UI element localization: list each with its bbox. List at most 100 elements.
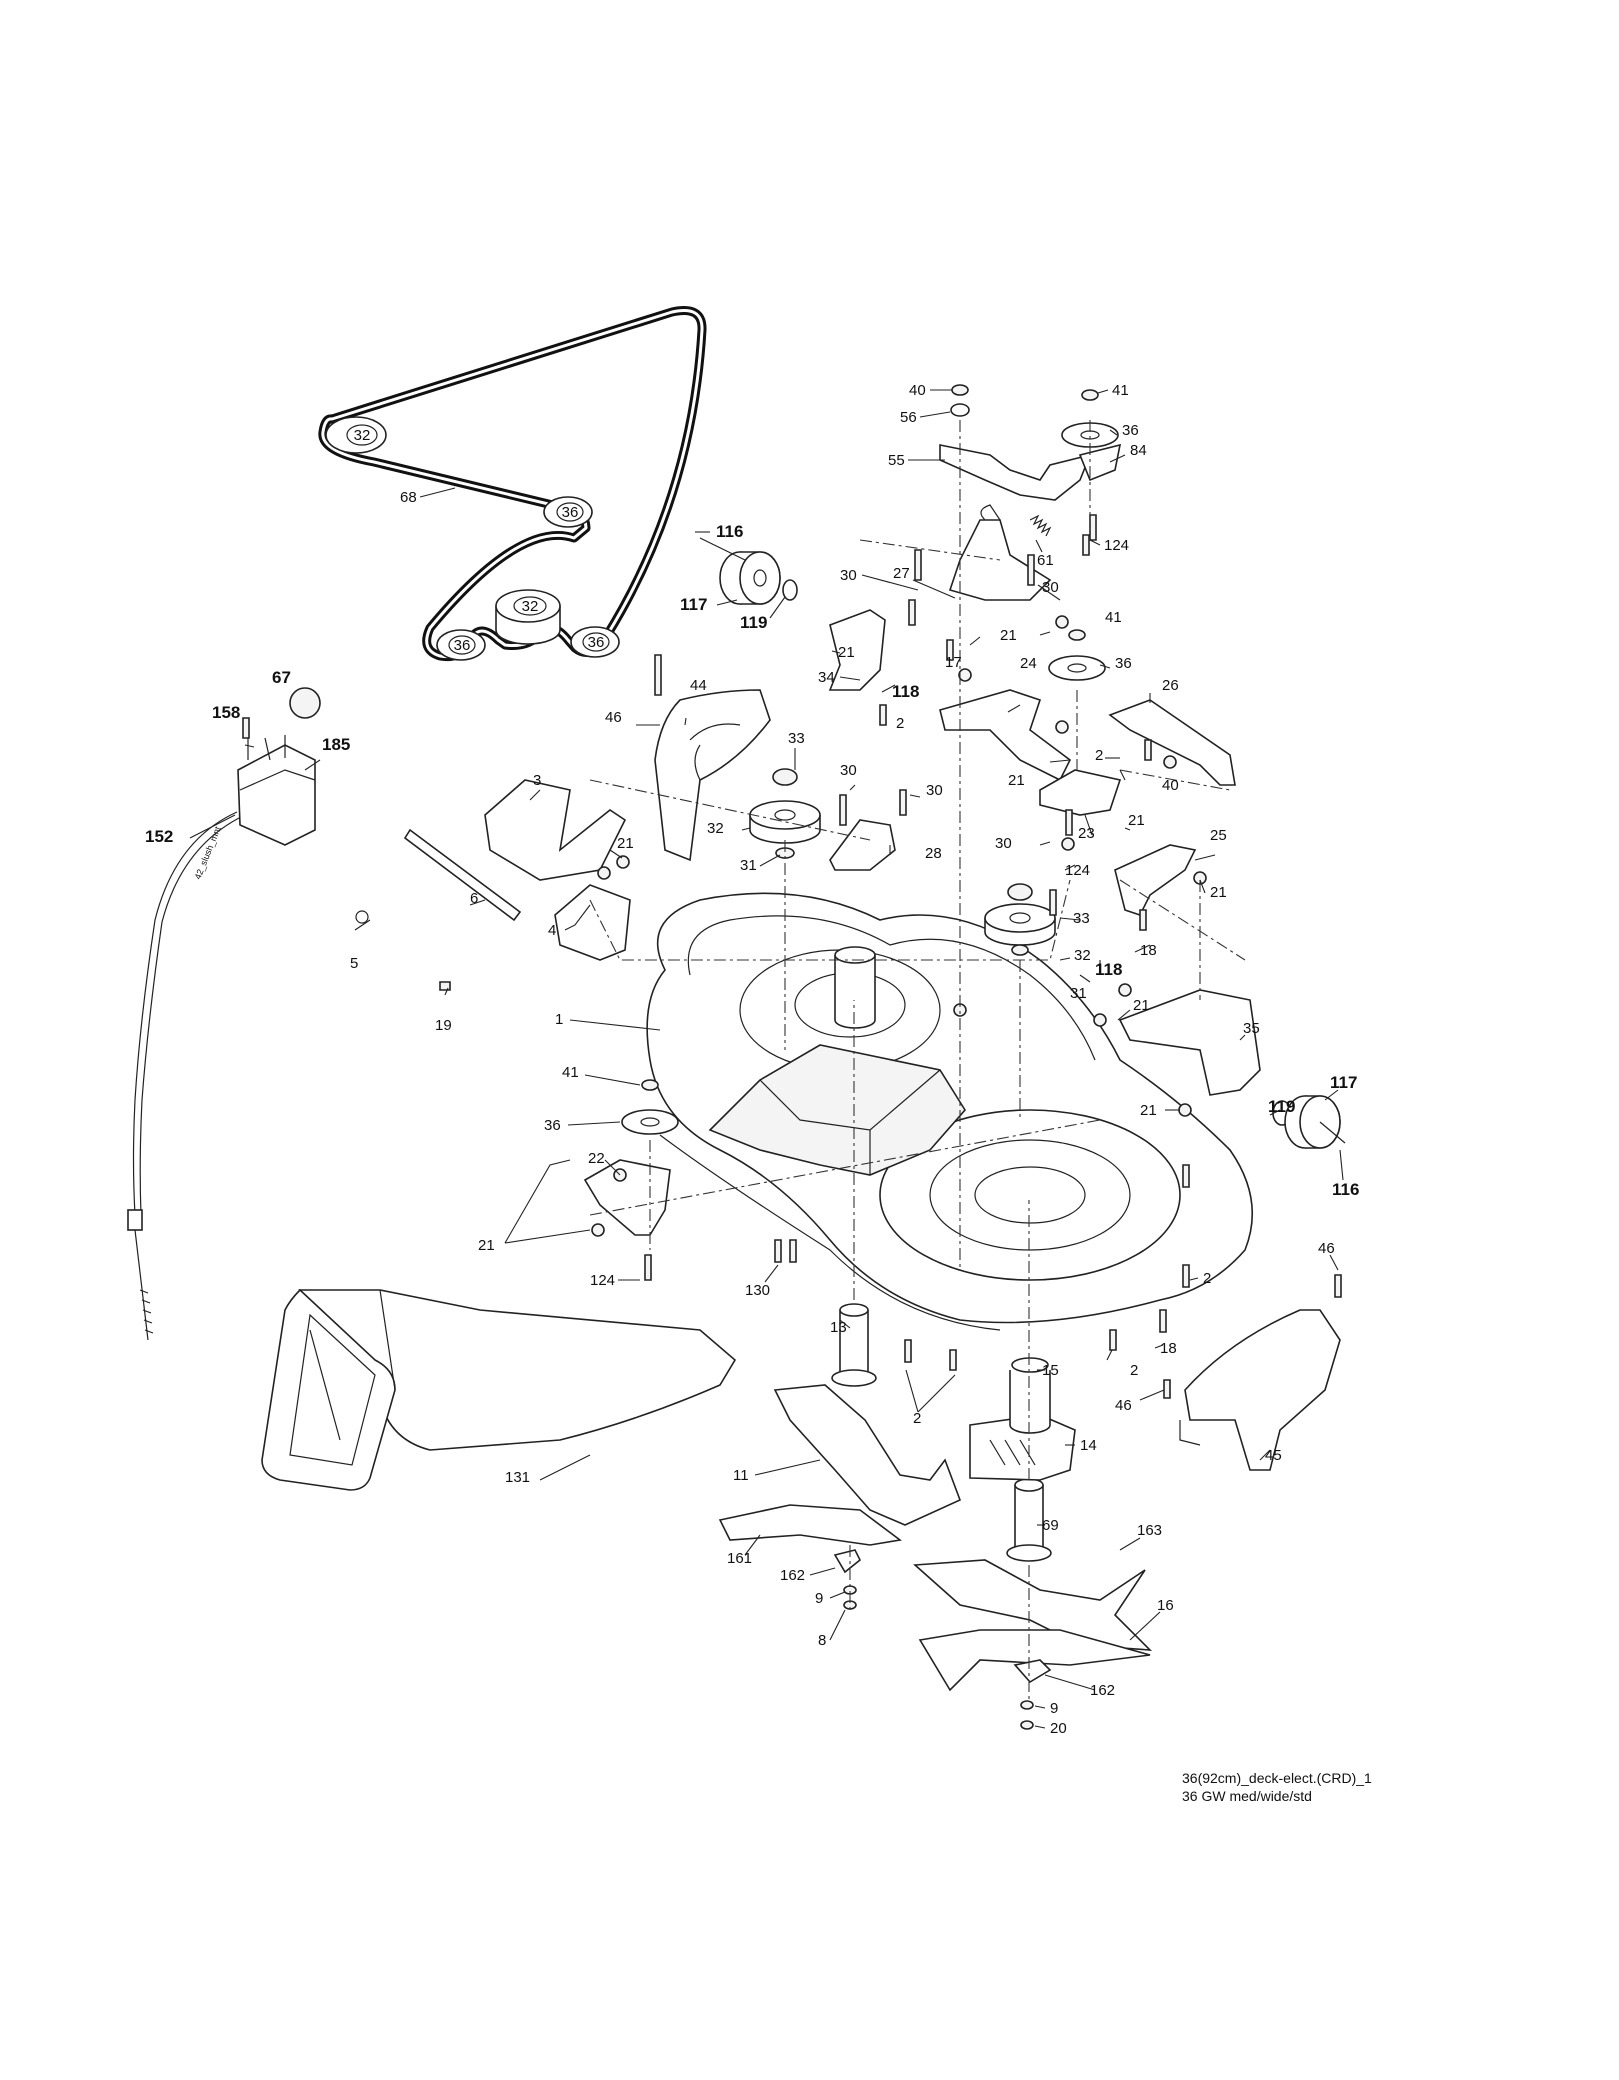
callout-119: 119 [740,613,767,632]
callout-41: 41 [1105,609,1122,626]
assembly-centerlines [589,420,1246,1700]
callout-36: 36 [1115,655,1132,672]
callout-68: 68 [400,489,417,506]
callout-30: 30 [995,835,1012,852]
callout-9: 9 [1050,1700,1058,1717]
callout-67: 67 [272,668,291,687]
cable-marking: 42_slush_mnt [193,825,223,881]
callout-41: 41 [1112,382,1129,399]
callout-21: 21 [478,1237,495,1254]
callout-2: 2 [1203,1270,1211,1287]
diagram-model-variant: 36 GW med/wide/std [1182,1788,1312,1804]
belt-pulley-32-center: 32 [495,589,561,645]
callout-21: 21 [1000,627,1017,644]
callout-15: 15 [1042,1362,1059,1379]
callout-46: 46 [1318,1240,1335,1257]
callout-4: 4 [548,922,556,939]
callout-2: 2 [1130,1362,1138,1379]
callout-3: 3 [533,772,541,789]
callout-41: 41 [562,1064,579,1081]
callout-46: 46 [605,709,622,726]
pulley-label: 32 [354,427,371,444]
callout-119: 119 [1268,1097,1295,1116]
callout-124: 124 [590,1272,615,1289]
belt-pulley-36-left: 36 [436,629,486,661]
callout-23: 23 [1078,825,1095,842]
callout-2: 2 [1095,747,1103,764]
callout-84: 84 [1130,442,1147,459]
callout-40: 40 [909,382,926,399]
callout-25: 25 [1210,827,1227,844]
belt-pulley-32-top: 32 [325,416,387,454]
belt-pulley-36-bottom: 36 [570,626,620,658]
callout-30: 30 [840,567,857,584]
callout-117: 117 [680,595,707,614]
callout-27: 27 [893,565,910,582]
callout-1: 1 [555,1011,563,1028]
callout-46: 46 [1115,1397,1132,1414]
callout-36: 36 [1122,422,1139,439]
callout-30: 30 [926,782,943,799]
callout-28: 28 [925,845,942,862]
pulley-label: 36 [562,504,579,521]
callout-2: 2 [896,715,904,732]
callout-32: 32 [1074,947,1091,964]
callout-30: 30 [840,762,857,779]
height-adjust-cable: 42_slush_mnt [127,811,244,1341]
callout-13: 13 [830,1319,847,1336]
callout-162: 162 [780,1567,805,1584]
callout-116: 116 [716,522,743,541]
diagram-reference-code: 36(92cm)_deck-elect.(CRD)_1 [1182,1770,1372,1786]
callout-44: 44 [690,677,707,694]
callout-56: 56 [900,409,917,426]
callout-35: 35 [1243,1020,1260,1037]
callout-24: 24 [1020,655,1037,672]
callout-21: 21 [617,835,634,852]
callout-5: 5 [350,955,358,972]
leader-lines [189,389,1344,1729]
callout-14: 14 [1080,1437,1097,1454]
callout-16: 16 [1157,1597,1174,1614]
callout-labels: 40 41 56 36 84 55 68 61 124 116 117 119 … [145,382,1359,1737]
callout-31: 31 [1070,985,1087,1002]
callout-34: 34 [818,669,835,686]
callout-161: 161 [727,1550,752,1567]
pulley-label: 36 [588,634,605,651]
callout-158: 158 [212,703,240,722]
callout-61: 61 [1037,552,1054,569]
callout-45: 45 [1265,1447,1282,1464]
callout-162: 162 [1090,1682,1115,1699]
discharge-chute [261,1288,737,1491]
callout-18: 18 [1140,942,1157,959]
callout-69: 69 [1042,1517,1059,1534]
callout-8: 8 [818,1632,826,1649]
hardware-parts [237,384,1346,1730]
belt-pulley-36-right: 36 [543,496,593,528]
callout-116: 116 [1332,1180,1359,1199]
callout-30: 30 [1042,579,1059,596]
callout-33: 33 [1073,910,1090,927]
callout-163: 163 [1137,1522,1162,1539]
callout-152: 152 [145,827,173,846]
pulley-label: 32 [522,598,539,615]
drive-belt-diagram: 32 36 32 36 36 [318,306,707,662]
callout-118: 118 [892,682,919,701]
callout-33: 33 [788,730,805,747]
callout-11: 11 [733,1467,749,1484]
callout-124: 124 [1065,862,1090,879]
callout-2: 2 [913,1410,921,1427]
callout-124: 124 [1104,537,1129,554]
callout-130: 130 [745,1282,770,1299]
callout-9: 9 [815,1590,823,1607]
callout-20: 20 [1050,1720,1067,1737]
callout-185: 185 [322,735,350,754]
callout-21: 21 [1008,772,1025,789]
callout-22: 22 [588,1150,605,1167]
mower-deck-housing [646,892,1254,1331]
callout-17: 17 [945,654,962,671]
callout-32: 32 [707,820,724,837]
callout-21: 21 [1128,812,1145,829]
callout-21: 21 [1140,1102,1157,1119]
callout-26: 26 [1162,677,1179,694]
